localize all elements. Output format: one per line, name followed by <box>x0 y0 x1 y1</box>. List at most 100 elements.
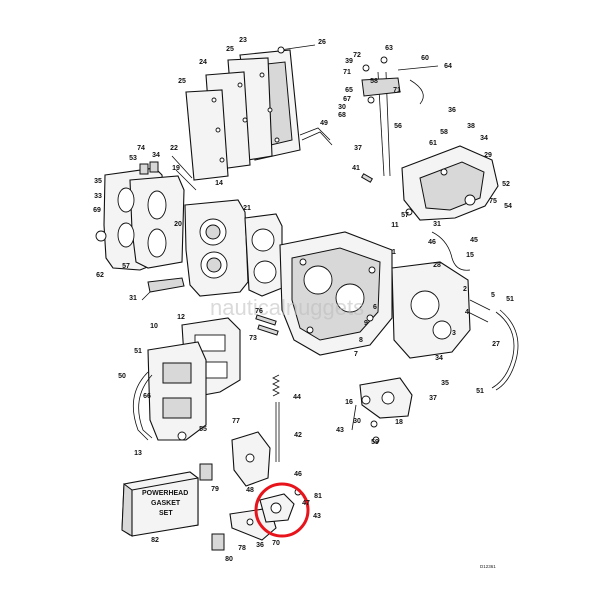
callout-28: 28 <box>433 262 441 269</box>
callout-71: 71 <box>343 69 351 76</box>
callout-4: 4 <box>465 309 469 316</box>
callout-80: 80 <box>225 556 233 563</box>
callout-7: 7 <box>354 351 358 358</box>
watermark-text: nauticalnuggets <box>210 295 364 320</box>
figure-code: D12361 <box>480 564 496 569</box>
throttle-linkage <box>299 56 439 183</box>
callout-24: 24 <box>199 59 207 66</box>
callout-39: 39 <box>345 58 353 65</box>
callout-52: 52 <box>502 181 510 188</box>
callout-73: 73 <box>249 335 257 342</box>
callout-33: 33 <box>94 193 102 200</box>
callout-30: 30 <box>338 104 346 111</box>
callout-69: 69 <box>93 207 101 214</box>
callout-15: 15 <box>466 252 474 259</box>
callout-51: 51 <box>134 348 142 355</box>
callout-37: 37 <box>354 145 362 152</box>
callout-61: 61 <box>429 140 437 147</box>
callout-41: 41 <box>352 165 360 172</box>
callout-59: 59 <box>371 439 379 446</box>
callout-30: 30 <box>353 418 361 425</box>
callout-6: 6 <box>373 304 377 311</box>
callout-34: 34 <box>480 135 488 142</box>
callout-19: 19 <box>172 165 180 172</box>
callout-50: 50 <box>118 373 126 380</box>
callout-55: 55 <box>199 426 207 433</box>
callout-79: 79 <box>211 486 219 493</box>
powerhead-gasket-set-box: POWERHEAD GASKET SET <box>121 471 199 537</box>
callout-78: 78 <box>238 545 246 552</box>
callout-56: 56 <box>394 123 402 130</box>
callout-49: 49 <box>320 120 328 127</box>
callout-71: 71 <box>393 87 401 94</box>
callout-10: 10 <box>150 323 158 330</box>
callout-43: 43 <box>313 513 321 520</box>
callout-57: 57 <box>122 263 130 270</box>
callout-81: 81 <box>314 493 322 500</box>
callout-48: 48 <box>246 487 254 494</box>
callout-27: 27 <box>492 341 500 348</box>
gasket-box-line2: GASKET <box>151 500 181 507</box>
callout-21: 21 <box>243 205 251 212</box>
callout-16: 16 <box>345 399 353 406</box>
callout-1: 1 <box>392 249 396 256</box>
callout-45: 45 <box>470 237 478 244</box>
callout-46: 46 <box>294 471 302 478</box>
callout-25: 25 <box>226 46 234 53</box>
callout-74: 74 <box>137 145 145 152</box>
transfer-port-cover <box>95 155 197 301</box>
callout-26: 26 <box>318 39 326 46</box>
callout-46: 46 <box>428 239 436 246</box>
exhaust-cover-group <box>185 44 316 181</box>
callout-58: 58 <box>370 78 378 85</box>
callout-66: 66 <box>143 393 151 400</box>
callout-51: 51 <box>506 296 514 303</box>
callout-20: 20 <box>174 221 182 228</box>
callout-64: 64 <box>444 63 452 70</box>
callout-77: 77 <box>232 418 240 425</box>
callout-82: 82 <box>151 537 159 544</box>
callout-29: 29 <box>484 152 492 159</box>
callout-12: 12 <box>177 314 185 321</box>
callout-34: 34 <box>152 152 160 159</box>
callout-3: 3 <box>452 330 456 337</box>
callout-35: 35 <box>94 178 102 185</box>
callout-37: 37 <box>429 395 437 402</box>
cylinder-block <box>279 231 491 359</box>
callout-58: 58 <box>440 129 448 136</box>
callout-5: 5 <box>491 292 495 299</box>
callout-31: 31 <box>433 221 441 228</box>
callout-23: 23 <box>239 37 247 44</box>
mounting-bracket <box>401 145 499 271</box>
callout-57: 57 <box>401 212 409 219</box>
callout-38: 38 <box>467 123 475 130</box>
callout-36: 36 <box>448 107 456 114</box>
callout-11: 11 <box>391 222 399 229</box>
gasket-box-line3: SET <box>159 510 173 517</box>
callout-31: 31 <box>129 295 137 302</box>
callout-68: 68 <box>338 112 346 119</box>
throttle-cam-bracket <box>351 309 519 444</box>
gasket-box-line1: POWERHEAD <box>142 490 188 497</box>
callout-51: 51 <box>476 388 484 395</box>
callout-65: 65 <box>345 87 353 94</box>
callout-67: 67 <box>343 96 351 103</box>
callout-70: 70 <box>272 540 280 547</box>
callout-9: 9 <box>364 320 368 327</box>
callout-14: 14 <box>215 180 223 187</box>
callout-42: 42 <box>294 432 302 439</box>
callout-53: 53 <box>129 155 137 162</box>
callout-60: 60 <box>421 55 429 62</box>
callout-62: 62 <box>96 272 104 279</box>
highlight-circle <box>254 482 310 538</box>
callout-54: 54 <box>504 203 512 210</box>
callout-34: 34 <box>435 355 443 362</box>
callout-35: 35 <box>441 380 449 387</box>
callout-75: 75 <box>489 198 497 205</box>
callout-44: 44 <box>293 394 301 401</box>
lower-linkage <box>199 374 302 551</box>
callout-43: 43 <box>336 427 344 434</box>
callout-47: 47 <box>302 500 310 507</box>
callout-63: 63 <box>385 45 393 52</box>
callout-13: 13 <box>134 450 142 457</box>
